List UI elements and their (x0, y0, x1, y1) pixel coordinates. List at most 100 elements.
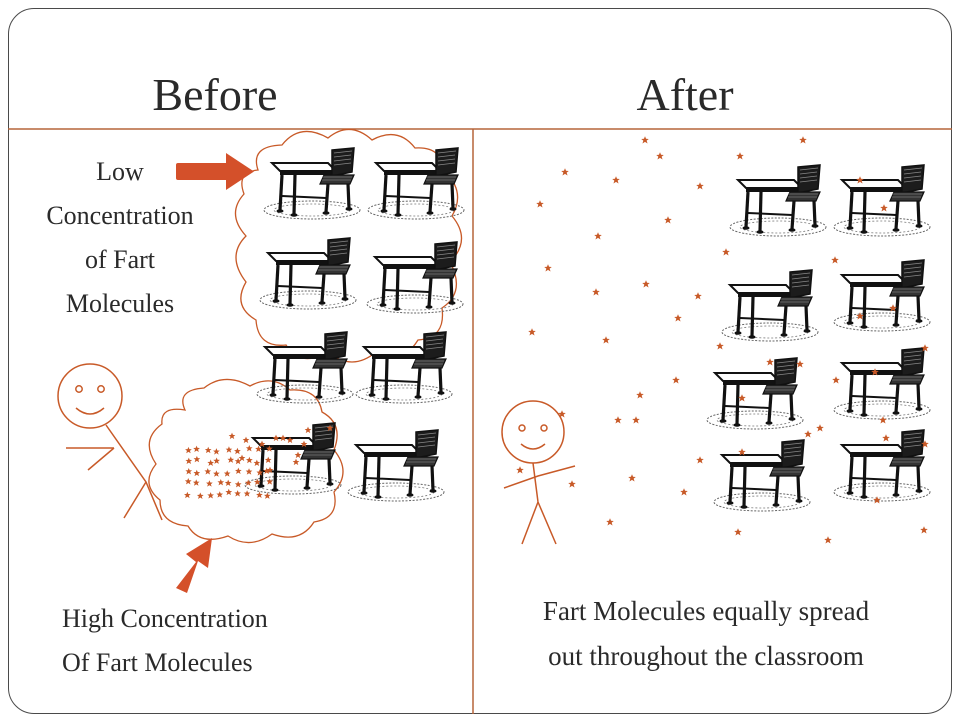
molecule-icon (831, 256, 839, 264)
molecule-icon (880, 204, 888, 212)
low-label-line: Molecules (65, 289, 175, 318)
desk-icon (243, 421, 343, 495)
desk-icon (832, 428, 932, 502)
molecule-icon (664, 216, 672, 224)
desk-group-after (705, 163, 932, 512)
molecule-icon (672, 376, 680, 384)
molecule-icon (614, 416, 622, 424)
molecule-icon (716, 342, 724, 350)
molecule-icon (816, 424, 824, 432)
molecule-icon (234, 457, 242, 465)
arrow-low (176, 153, 254, 190)
molecule-icon (193, 455, 201, 463)
desk-icon (728, 163, 828, 237)
molecule-icon (192, 479, 200, 486)
molecule-icon (238, 454, 246, 462)
molecule-icon (882, 434, 890, 442)
high-label-line: High Concentration (62, 604, 268, 633)
after-stick-figure (501, 400, 576, 545)
molecule-icon (641, 136, 649, 144)
molecule-icon (246, 456, 253, 464)
high-concentration-label: High Concentration Of Fart Molecules (62, 597, 352, 685)
after-stick-figure-head (501, 400, 565, 464)
molecule-icon (680, 488, 688, 496)
low-label-line: Low (96, 157, 144, 186)
molecule-icon (185, 457, 193, 465)
high-concentration-cloud (148, 378, 344, 544)
low-label-line: Concentration (46, 201, 194, 230)
molecule-icon (234, 481, 242, 488)
high-label-line: Of Fart Molecules (62, 648, 253, 677)
molecule-icon (656, 152, 664, 160)
desk-icon (712, 438, 812, 512)
molecule-icon (242, 436, 250, 444)
arrow-high (176, 538, 212, 593)
after-caption-line: out throughout the classroom (548, 641, 864, 671)
molecule-icon (206, 480, 213, 487)
molecule-icon (766, 358, 774, 366)
molecule-icon (185, 446, 192, 454)
molecule-icon (204, 468, 212, 475)
after-caption: Fart Molecules equally spread out throug… (486, 589, 926, 679)
molecule-icon (612, 176, 620, 184)
molecule-icon (738, 394, 746, 402)
molecule-icon (264, 492, 271, 499)
molecule-icon (594, 232, 602, 240)
molecule-icon (184, 491, 191, 499)
molecule-icon (642, 280, 650, 288)
before-stick-figure (57, 363, 163, 521)
molecule-icon (536, 200, 544, 208)
molecule-icon (561, 168, 569, 176)
desk-icon (832, 163, 932, 237)
desk-icon (255, 330, 355, 404)
molecule-icon (216, 491, 224, 498)
molecule-icon (184, 478, 192, 485)
molecule-icon (224, 479, 232, 487)
before-stick-figure-head (57, 363, 123, 429)
molecule-icon (266, 478, 274, 485)
molecule-icon (193, 469, 201, 477)
molecule-icon (606, 518, 614, 526)
molecule-icon (225, 446, 233, 453)
after-title: After (636, 69, 734, 120)
molecule-icon (628, 474, 636, 482)
molecule-icon (824, 536, 832, 544)
molecule-icon (227, 456, 235, 463)
desk-icon (258, 236, 358, 310)
molecule-icon (734, 528, 742, 536)
molecule-icon (264, 456, 272, 463)
before-title: Before (152, 69, 278, 120)
desk-icon (262, 146, 362, 220)
molecule-icon (674, 314, 682, 322)
molecule-icon (544, 264, 552, 272)
molecule-icon (185, 467, 193, 475)
molecule-icon (873, 496, 881, 504)
desk-icon (832, 258, 932, 332)
molecule-icon (722, 248, 730, 256)
molecule-icon (213, 448, 220, 455)
desk-icon (346, 428, 446, 502)
molecule-icon (213, 457, 220, 464)
after-caption-line: Fart Molecules equally spread (542, 596, 870, 626)
molecule-icon (592, 288, 600, 296)
molecule-icon (196, 492, 204, 499)
molecule-icon (204, 446, 212, 454)
low-label-line: of Fart (84, 245, 156, 274)
molecule-icon (292, 458, 300, 466)
molecule-icon (696, 456, 704, 464)
molecule-icon (207, 459, 215, 466)
molecule-icon (245, 468, 253, 475)
molecule-icon (234, 447, 241, 455)
molecule-icon (799, 136, 807, 144)
molecule-icon (207, 492, 214, 499)
molecule-icon (736, 152, 744, 160)
molecules-spread (516, 136, 929, 544)
molecule-icon (804, 430, 812, 438)
molecule-icon (694, 292, 702, 300)
molecule-icon (516, 466, 524, 474)
low-concentration-cloud (234, 128, 463, 363)
molecule-icon (636, 391, 644, 399)
molecule-icon (225, 488, 233, 496)
molecule-icon (244, 479, 252, 486)
